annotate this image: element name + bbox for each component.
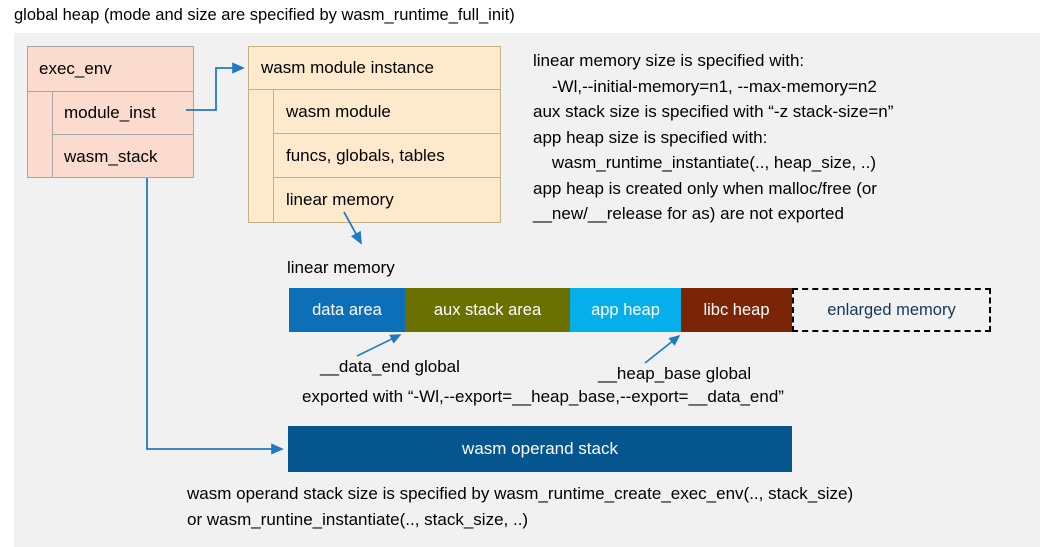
bottom-caption-text: wasm operand stack size is specified by … [187,484,854,529]
exec-env-gutter [28,92,53,177]
annotation-heap-base: __heap_base global [598,364,752,383]
memory-segment-enlarged-memory: enlarged memory [792,288,991,332]
annotation-exported-with: exported with “-Wl,--export=__heap_base,… [302,387,784,406]
wasm-module-instance-header: wasm module instance [249,47,500,90]
exec-env-box: exec_env module_inst wasm_stack [27,46,194,178]
memory-segment-libc-heap: libc heap [681,288,792,332]
linear-memory-caption: linear memory [287,258,395,277]
module-instance-field-linear-memory: linear memory [286,190,394,209]
memory-segment-aux-stack-area: aux stack area [405,288,570,332]
wasm-operand-stack-bar: wasm operand stack [288,426,792,472]
memory-segment-app-heap: app heap [570,288,681,332]
module-instance-field-wasm-module: wasm module [274,90,500,134]
notes-text: linear memory size is specified with: -W… [533,51,894,223]
memory-segment-data-area: data area [289,288,405,332]
wasm-module-instance-box: wasm module instance wasm module funcs, … [248,46,501,223]
exec-env-header: exec_env [28,47,193,92]
page-title: global heap (mode and size are specified… [14,6,515,24]
wasm-module-instance-gutter [249,90,274,222]
exec-env-field-module-inst: module_inst [53,92,193,135]
module-instance-field-funcs-globals-tables: funcs, globals, tables [274,134,500,178]
exec-env-field-wasm-stack: wasm_stack [64,146,158,166]
annotation-data-end: __data_end global [320,357,460,376]
